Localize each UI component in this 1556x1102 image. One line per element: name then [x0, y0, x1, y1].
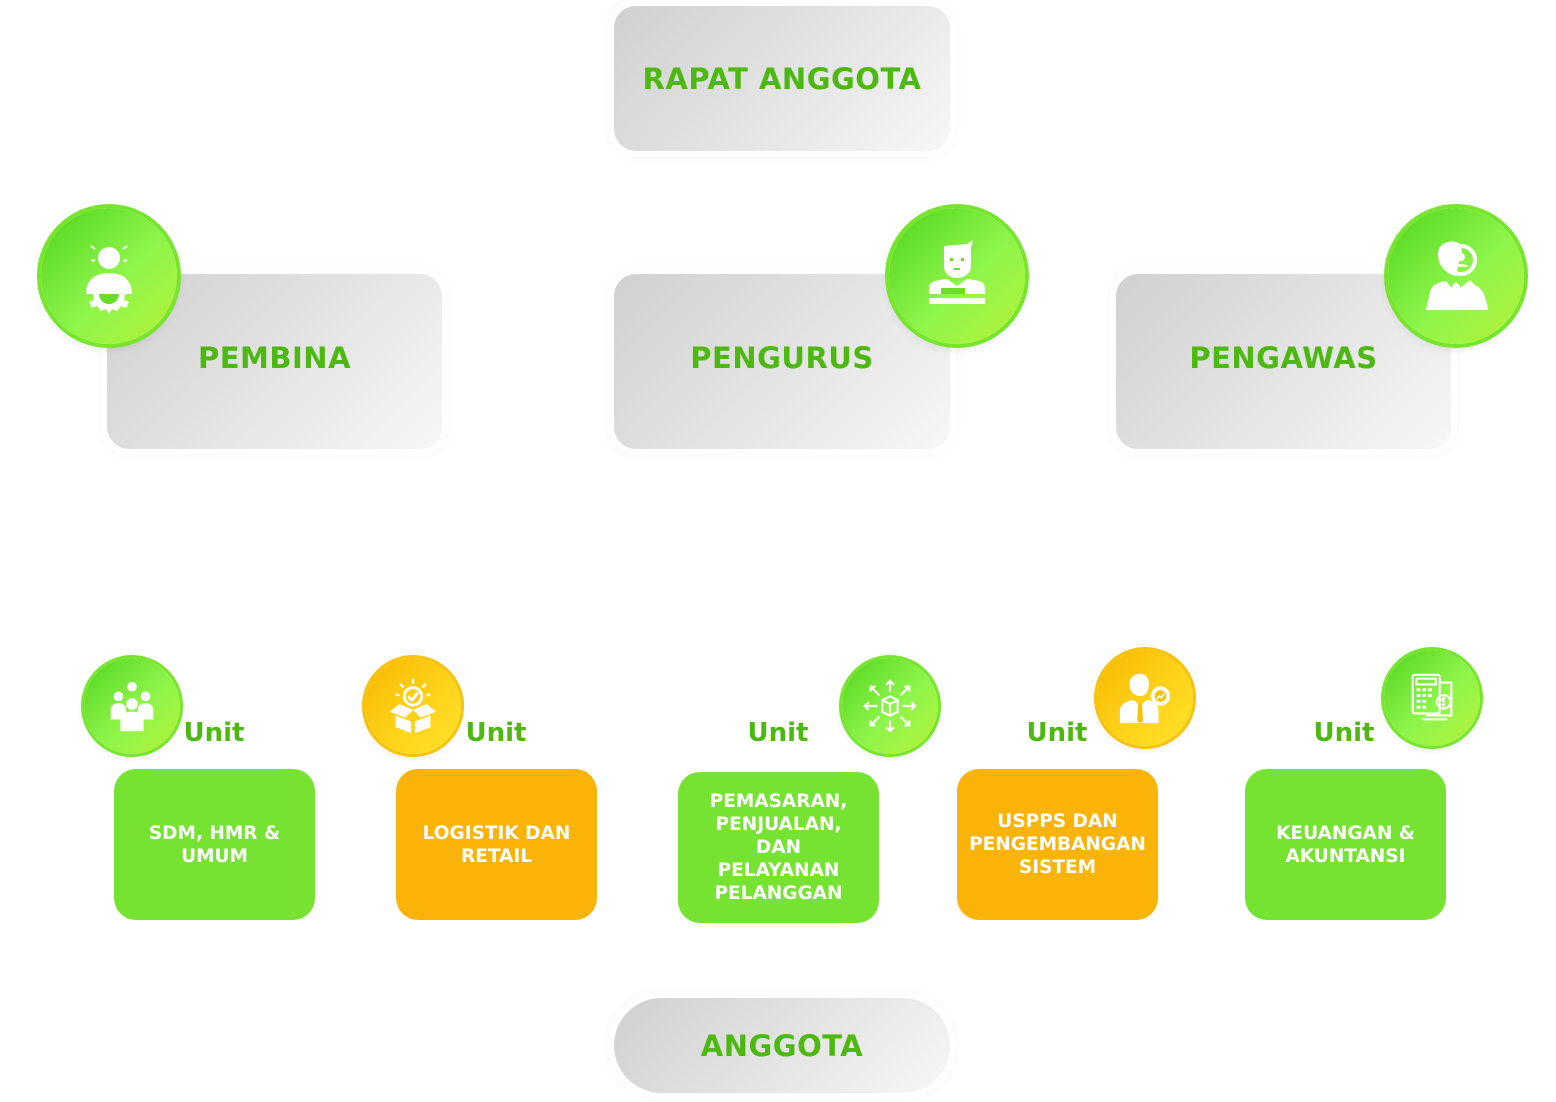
- unit-logistik-box: LOGISTIK DAN RETAIL: [396, 769, 597, 920]
- calculator-money-icon: [1384, 650, 1480, 746]
- unit-prefix-label: Unit: [1026, 718, 1088, 748]
- unit-keuangan-box: KEUANGAN & AKUNTANSI: [1245, 769, 1446, 920]
- unit-prefix-label: Unit: [465, 718, 527, 748]
- mentor-gear-icon: [41, 208, 177, 344]
- manager-desk-icon: [889, 208, 1025, 344]
- pengurus-label: PENGURUS: [690, 340, 874, 375]
- anggota-label: ANGGOTA: [700, 1028, 864, 1063]
- unit-pemasaran-label: PEMASARAN, PENJUALAN, DAN PELAYANAN PELA…: [709, 791, 848, 904]
- unit-prefix-label: Unit: [183, 718, 245, 748]
- rapat-anggota-box: RAPAT ANGGOTA: [614, 6, 950, 151]
- unit-keuangan-label: KEUANGAN & AKUNTANSI: [1276, 822, 1415, 867]
- team-group-icon: [84, 658, 180, 754]
- unit-sdm-label: SDM, HMR & UMUM: [148, 822, 281, 867]
- pengawas-box: PENGAWAS: [1116, 274, 1451, 449]
- unit-sdm-box: SDM, HMR & UMUM: [114, 769, 315, 920]
- unit-uspps-label: USPPS DAN PENGEMBANGAN SISTEM: [969, 811, 1146, 878]
- businessman-gear-chart-icon: [1097, 650, 1193, 746]
- pengawas-label: PENGAWAS: [1189, 340, 1378, 375]
- unit-logistik-label: LOGISTIK DAN RETAIL: [422, 822, 571, 867]
- pembina-label: PEMBINA: [197, 340, 352, 375]
- unit-prefix-label: Unit: [747, 718, 809, 748]
- inspector-magnifier-icon: [1388, 208, 1524, 344]
- rapat-anggota-label: RAPAT ANGGOTA: [642, 61, 922, 96]
- distribution-box-icon: [842, 658, 938, 754]
- anggota-box: ANGGOTA: [614, 998, 950, 1093]
- box-check-icon: [365, 658, 461, 754]
- unit-prefix-label: Unit: [1313, 718, 1375, 748]
- unit-uspps-box: USPPS DAN PENGEMBANGAN SISTEM: [957, 769, 1158, 920]
- unit-pemasaran-box: PEMASARAN, PENJUALAN, DAN PELAYANAN PELA…: [678, 772, 879, 923]
